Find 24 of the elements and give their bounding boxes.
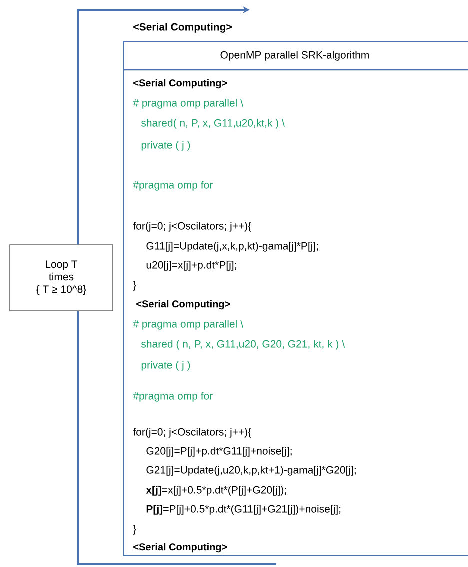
pragma-line: # pragma omp parallel \ [133,99,244,109]
pragma-line: private ( j ) [142,141,190,151]
code-line: G21[j]=Update(j,u20,k,p,kt+1)-gama[j]*G20[j]; [146,466,356,476]
code-line: for(j=0; j<Oscilators; j++){ [133,222,252,232]
box-heading: OpenMP parallel SRK-algorithm [220,51,369,61]
code-line: G20[j]=P[j]+p.dt*G11[j]+noise[j]; [146,447,292,457]
section-heading: <Serial Computing> [136,300,230,310]
code-line: } [133,281,136,291]
pragma-line: private ( j ) [142,361,190,371]
pragma-line: #pragma omp for [133,392,213,402]
code-line: u20[j]=x[j]+p.dt*P[j]; [146,261,236,271]
code-line: P[j]=P[j]+0.5*p.dt*(G11[j]+G21[j])+noise[j]; [146,505,341,515]
code-line: for(j=0; j<Oscilators; j++){ [133,428,252,438]
section-heading: <Serial Computing> [134,79,228,89]
section-heading: <Serial Computing> [134,543,228,553]
section-heading: <Serial Computing> [134,23,232,33]
code-line: } [133,525,136,535]
loop-box: Loop T times { T ≥ 10^8} [10,244,114,312]
code-line: x[j]=x[j]+0.5*p.dt*(P[j]+G20[j]); [146,486,286,496]
pragma-line: shared( n, P, x, G11,u20,kt,k ) \ [142,119,285,129]
code-line: G11[j]=Update(j,x,k,p,kt)-gama[j]*P[j]; [146,242,318,252]
pragma-line: shared ( n, P, x, G11,u20, G20, G21, kt, k ) \ [142,340,346,350]
pragma-line: # pragma omp parallel \ [133,320,244,330]
pragma-line: #pragma omp for [133,181,213,191]
